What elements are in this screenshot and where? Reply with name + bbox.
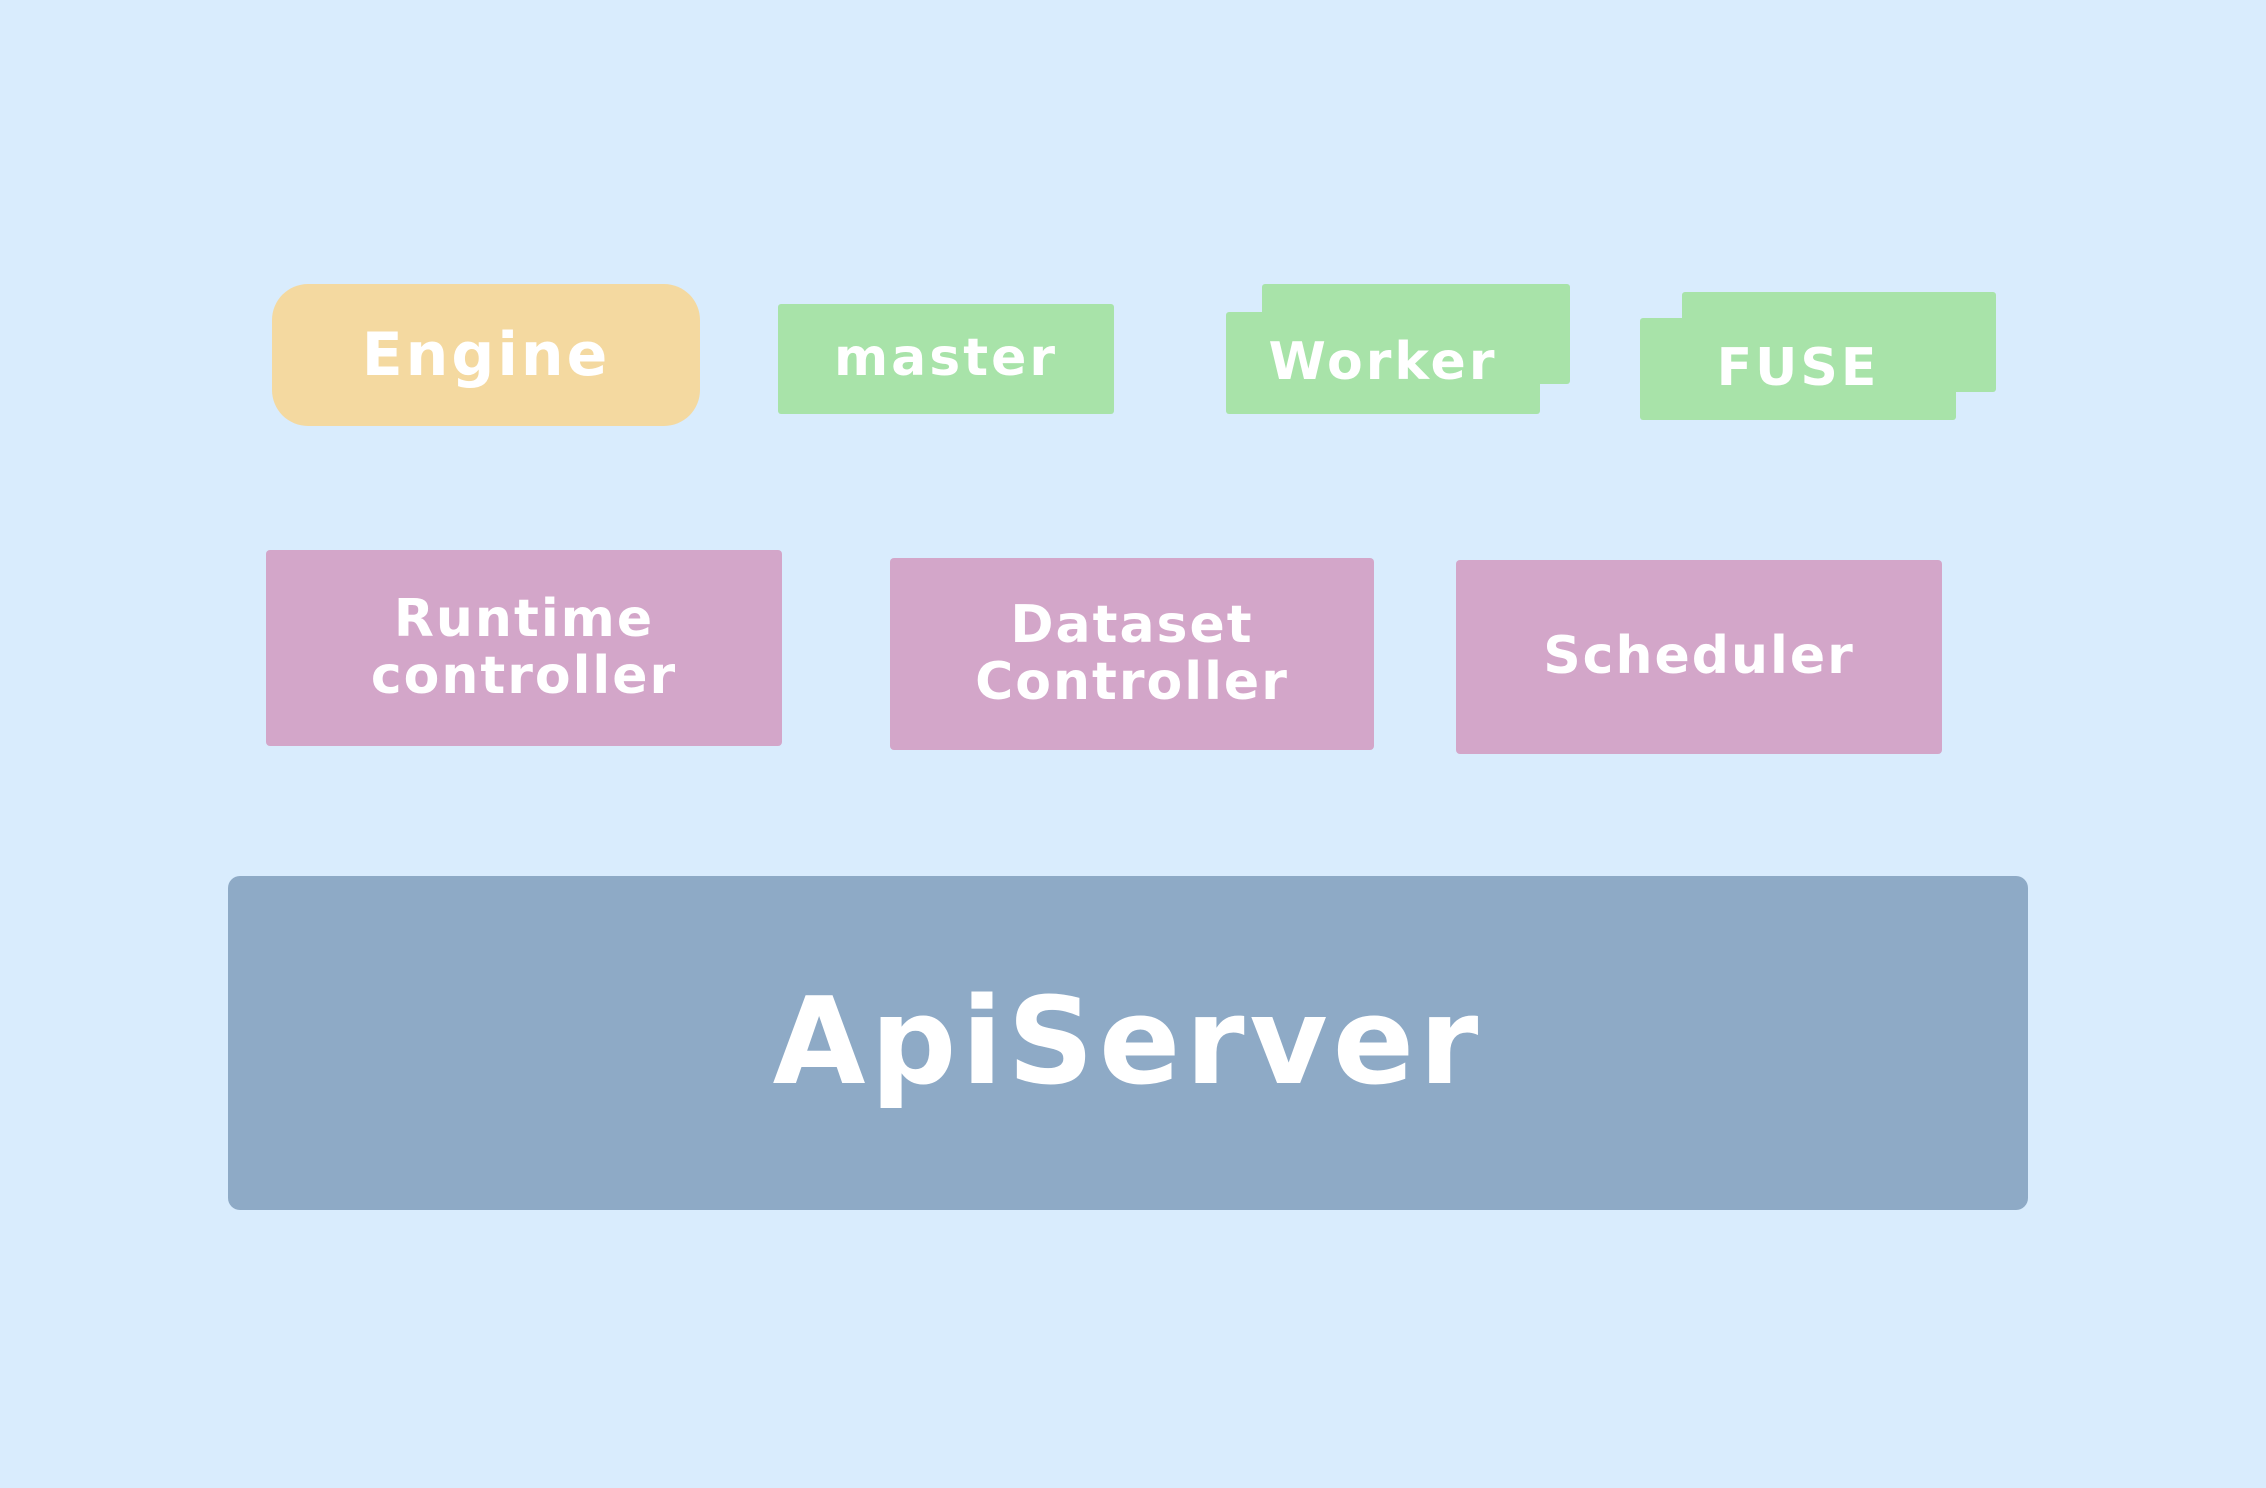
apiserver-label: ApiServer bbox=[772, 973, 1484, 1112]
dataset-controller-box: Dataset Controller bbox=[890, 558, 1374, 750]
fuse-box: FUSE bbox=[1640, 318, 1956, 420]
master-box: master bbox=[778, 304, 1114, 414]
engine-label: Engine bbox=[361, 320, 611, 390]
dataset-controller-label-line1: Dataset bbox=[1010, 594, 1254, 655]
master-label: master bbox=[834, 328, 1058, 389]
runtime-controller-label-line2: controller bbox=[370, 646, 678, 706]
apiserver-box: ApiServer bbox=[228, 876, 2028, 1210]
scheduler-box: Scheduler bbox=[1456, 560, 1942, 754]
worker-box: Worker bbox=[1226, 312, 1540, 414]
worker-label: Worker bbox=[1268, 332, 1498, 393]
runtime-controller-box: Runtime controller bbox=[266, 550, 782, 746]
dataset-controller-label-line2: Controller bbox=[975, 652, 1289, 712]
fuse-label: FUSE bbox=[1716, 338, 1880, 399]
runtime-controller-label-line1: Runtime bbox=[393, 588, 655, 649]
engine-box: Engine bbox=[272, 284, 700, 426]
scheduler-label: Scheduler bbox=[1543, 626, 1855, 687]
